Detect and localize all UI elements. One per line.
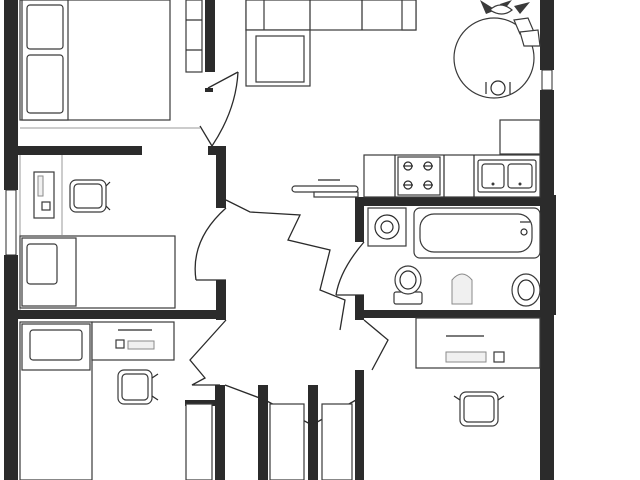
chair-icon bbox=[69, 179, 111, 213]
bedroom-top-left bbox=[19, 0, 239, 147]
kitchen bbox=[291, 154, 541, 198]
door-bedroom-1 bbox=[199, 71, 239, 147]
washbasin-icon bbox=[511, 273, 541, 307]
door-bathroom bbox=[335, 241, 365, 296]
door-study bbox=[363, 319, 389, 371]
wardrobe-icon bbox=[185, 0, 203, 73]
window-right-top bbox=[541, 69, 553, 91]
study-room bbox=[363, 317, 541, 427]
bed-icon bbox=[19, 0, 200, 129]
desk-icon bbox=[91, 321, 175, 361]
toilet-icon bbox=[393, 265, 423, 305]
desk-icon bbox=[33, 171, 55, 219]
bed-icon bbox=[19, 321, 93, 480]
sofa-icon bbox=[245, 0, 417, 87]
bathtub-icon bbox=[413, 207, 541, 259]
living-room bbox=[245, 0, 541, 155]
sink-icon bbox=[477, 159, 537, 193]
bedroom-bottom-left bbox=[19, 321, 175, 480]
corridor bbox=[185, 199, 357, 480]
hanger-rail-icon bbox=[291, 179, 359, 198]
chair-icon bbox=[117, 369, 159, 405]
desk-icon bbox=[415, 317, 541, 369]
fridge-icon bbox=[499, 119, 541, 155]
stove-icon bbox=[397, 156, 441, 196]
window-left bbox=[5, 189, 17, 256]
walls bbox=[4, 0, 556, 480]
door-bedroom-2 bbox=[194, 207, 227, 281]
bathroom bbox=[335, 207, 541, 307]
washing-machine-icon bbox=[367, 207, 407, 247]
dining-table-icon bbox=[453, 17, 541, 99]
chair-icon bbox=[453, 391, 505, 427]
bedroom-middle-left bbox=[19, 155, 227, 310]
plant-icon bbox=[480, 0, 530, 15]
bed-icon bbox=[19, 235, 176, 309]
bidet-icon bbox=[451, 273, 473, 305]
